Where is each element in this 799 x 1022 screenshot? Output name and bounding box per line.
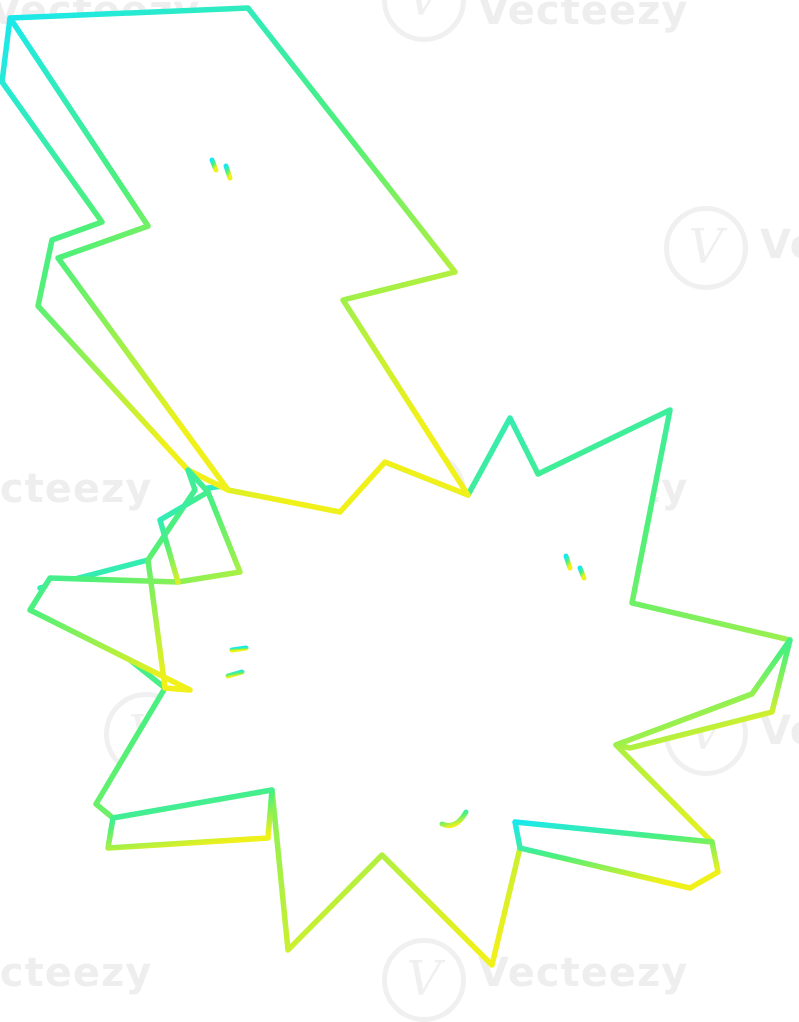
lightning-burst-drawing — [0, 5, 793, 968]
burst-smile-mark — [439, 809, 469, 828]
lightning-bolt-icon — [7, 5, 471, 515]
burst-right-bevel — [613, 637, 793, 751]
burst-bottom-right-bevel — [512, 819, 721, 891]
bolt-upper-side-face — [0, 15, 231, 493]
bolt-lower-bevel — [157, 489, 211, 585]
burst-bottom-left-bevel — [105, 787, 275, 851]
burst-shine-marks-left — [225, 645, 249, 679]
bolt-shine-marks — [209, 157, 233, 181]
illustration-canvas: Vecteezy Vecteezy Vecteezy Vecteezy Vect… — [0, 0, 799, 980]
burst-shine-marks-right — [563, 553, 587, 581]
